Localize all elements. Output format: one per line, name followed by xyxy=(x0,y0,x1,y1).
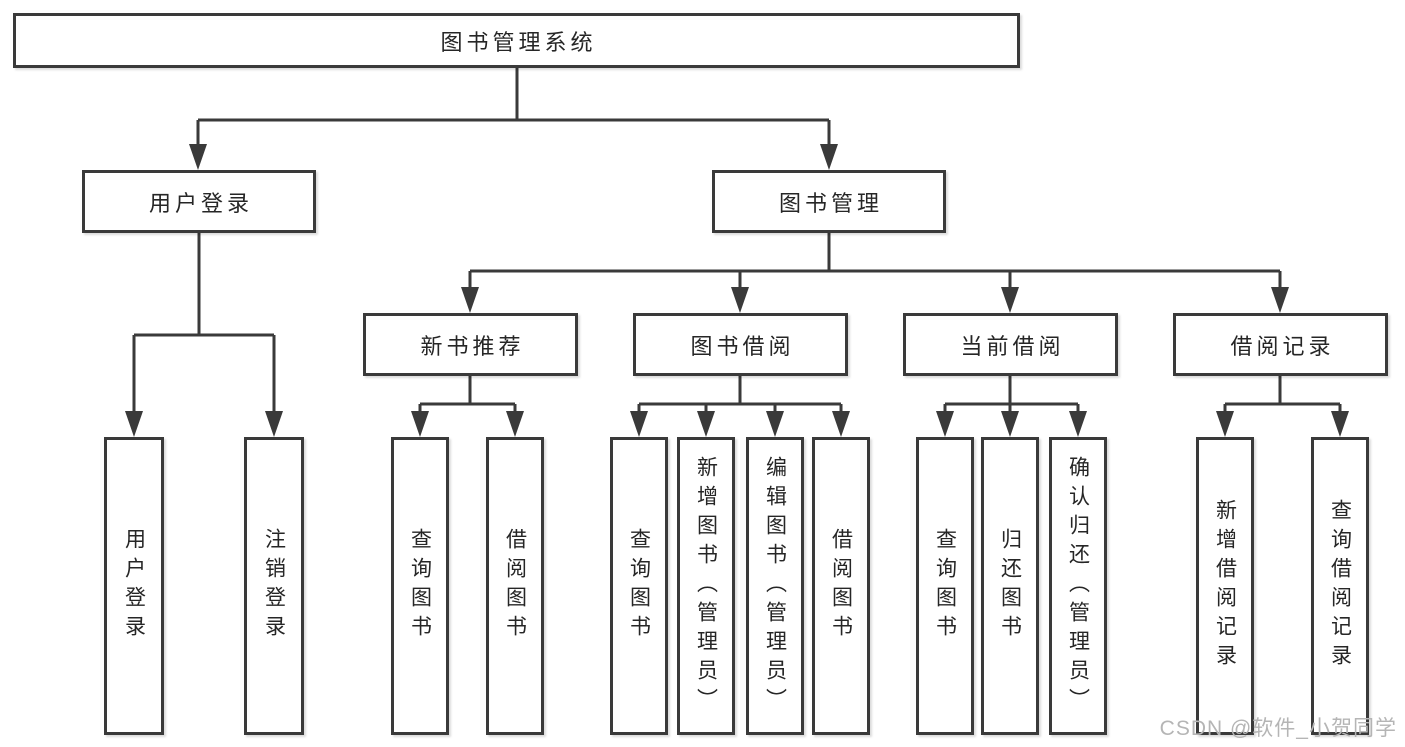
node-label: 查询图书 xyxy=(933,528,957,644)
node-label: 图书管理系统 xyxy=(440,29,597,55)
node-label: 图书管理 xyxy=(778,190,883,216)
arrowhead-icons xyxy=(125,144,1349,437)
node-label: 查询图书 xyxy=(627,528,651,644)
node-leaf-borrow-books-1: 借阅图书 xyxy=(486,437,544,735)
node-book-borrowing: 图书借阅 xyxy=(633,313,848,376)
node-book-management: 图书管理 xyxy=(712,170,946,233)
node-label: 新增借阅记录 xyxy=(1213,499,1237,673)
node-leaf-add-borrow-record: 新增借阅记录 xyxy=(1196,437,1254,735)
node-label: 编辑图书（管理员） xyxy=(763,455,787,717)
node-label: 借阅图书 xyxy=(829,528,853,644)
node-label: 用户登录 xyxy=(148,190,253,216)
node-library-management-system: 图书管理系统 xyxy=(13,13,1020,68)
node-leaf-add-books-admin: 新增图书（管理员） xyxy=(677,437,735,735)
node-label: 图书借阅 xyxy=(690,333,795,359)
node-new-book-recommend: 新书推荐 xyxy=(363,313,578,376)
node-leaf-edit-books-admin: 编辑图书（管理员） xyxy=(746,437,804,735)
node-leaf-confirm-return-admin: 确认归还（管理员） xyxy=(1049,437,1107,735)
node-leaf-query-books-1: 查询图书 xyxy=(391,437,449,735)
csdn-watermark: CSDN @软件_小贺同学 xyxy=(1159,717,1397,740)
node-leaf-return-books: 归还图书 xyxy=(981,437,1039,735)
node-label: 查询借阅记录 xyxy=(1328,499,1352,673)
node-label: 注销登录 xyxy=(262,528,286,644)
node-borrowing-records: 借阅记录 xyxy=(1173,313,1388,376)
node-user-login: 用户登录 xyxy=(82,170,316,233)
node-label: 归还图书 xyxy=(998,528,1022,644)
node-label: 借阅图书 xyxy=(503,528,527,644)
node-label: 借阅记录 xyxy=(1230,333,1335,359)
node-leaf-user-login: 用户登录 xyxy=(104,437,164,735)
node-label: 确认归还（管理员） xyxy=(1066,455,1090,717)
node-label: 当前借阅 xyxy=(960,333,1065,359)
node-label: 新书推荐 xyxy=(420,333,525,359)
node-leaf-query-books-3: 查询图书 xyxy=(916,437,974,735)
node-leaf-query-books-2: 查询图书 xyxy=(610,437,668,735)
node-leaf-logout: 注销登录 xyxy=(244,437,304,735)
node-label: 新增图书（管理员） xyxy=(694,455,718,717)
node-label: 查询图书 xyxy=(408,528,432,644)
node-label: 用户登录 xyxy=(122,528,146,644)
node-leaf-borrow-books-2: 借阅图书 xyxy=(812,437,870,735)
node-leaf-query-borrow-record: 查询借阅记录 xyxy=(1311,437,1369,735)
node-current-borrowing: 当前借阅 xyxy=(903,313,1118,376)
